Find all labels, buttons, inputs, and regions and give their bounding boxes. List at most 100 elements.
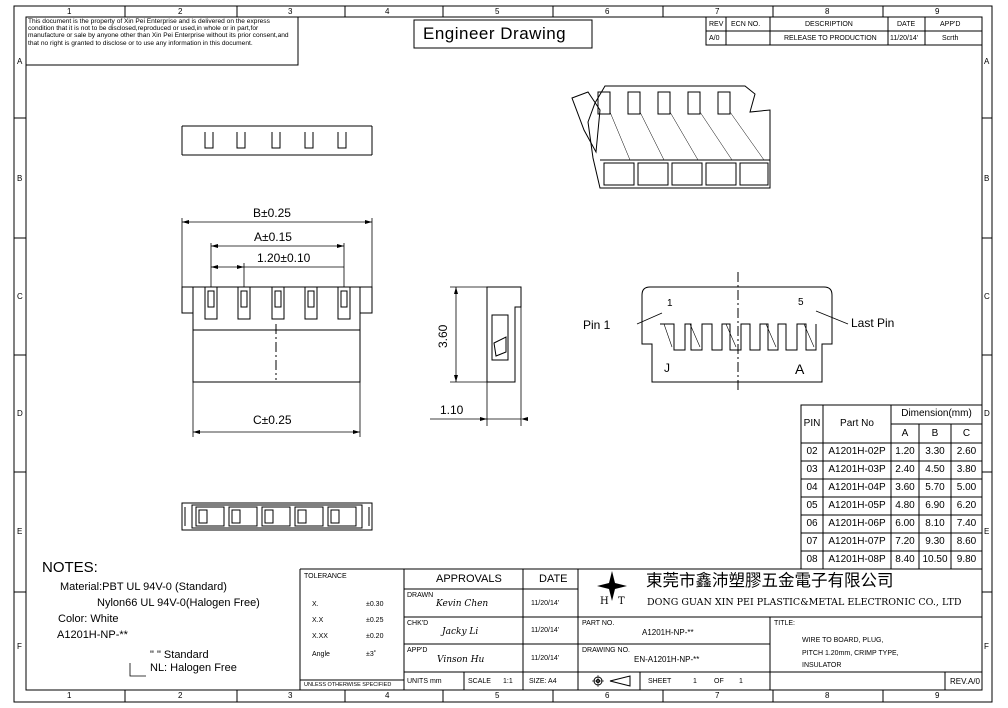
th-b: B	[931, 428, 939, 439]
col-label-8: 8	[825, 7, 830, 16]
notes-standard: " " Standard	[150, 649, 209, 661]
drawn-date: 11/20/14'	[531, 600, 560, 607]
notes-title: NOTES:	[42, 559, 98, 576]
col-label-1-bottom: 1	[67, 691, 72, 700]
dim-table-cell-c: 6.20	[956, 500, 977, 511]
notes-color: Color: White	[58, 613, 119, 625]
sheet-value: 1	[693, 678, 697, 685]
dim-table-cell-part-no: A1201H-08P	[828, 554, 886, 565]
dim-table-cell-part-no: A1201H-05P	[828, 500, 886, 511]
border-column-ticks	[124, 6, 884, 702]
col-label-8-bottom: 8	[825, 691, 830, 700]
dim-table-cell-b: 9.30	[925, 536, 945, 547]
col-label-2: 2	[178, 7, 183, 16]
row-label-b: B	[17, 174, 23, 183]
notes-part: A1201H-NP-**	[57, 629, 128, 641]
col-label-7: 7	[715, 7, 720, 16]
chkd-date: 11/20/14'	[531, 627, 560, 634]
dim-b-label: B±0.25	[253, 206, 291, 220]
tol-angle: Angle	[312, 651, 330, 658]
logo-letter-t: T	[618, 596, 625, 607]
front-view	[181, 286, 373, 383]
revision-table-lines	[705, 16, 983, 46]
dim-table-cell-a: 8.40	[895, 554, 915, 565]
rev-value: A/0	[709, 35, 720, 42]
dim-table-cell-pin: 05	[806, 500, 818, 511]
notes-material-1: Material:PBT UL 94V-0 (Standard)	[60, 581, 227, 593]
col-label-4-bottom: 4	[385, 691, 390, 700]
approvals-title: APPROVALS	[436, 573, 502, 585]
row-label-d: D	[17, 409, 23, 418]
col-label-6: 6	[605, 7, 610, 16]
drawing-title: Engineer Drawing	[423, 24, 567, 43]
row-label-d-right: D	[984, 409, 990, 418]
dim-table-cell-pin: 02	[806, 446, 818, 457]
col-label-7-bottom: 7	[715, 691, 720, 700]
dim-table-cell-part-no: A1201H-03P	[828, 464, 886, 475]
part-no-label: PART NO.	[582, 620, 615, 627]
dim-height-label: 3.60	[436, 324, 450, 348]
title-line-1: WIRE TO BOARD, PLUG,	[802, 637, 884, 644]
dim-table-cell-b: 5.70	[925, 482, 945, 493]
rev-header: REV	[709, 21, 724, 28]
col-label-5-bottom: 5	[495, 691, 500, 700]
dim-table-cell-b: 10.50	[922, 554, 948, 565]
row-label-e: E	[17, 527, 23, 536]
side-a-label: A	[795, 361, 805, 377]
tolerance-title: TOLERANCE	[304, 573, 347, 580]
date-header: DATE	[897, 21, 916, 28]
tol-x-value: ±0.30	[366, 601, 384, 608]
rev-footer: REV.A/0	[950, 677, 980, 686]
col-label-6-bottom: 6	[605, 691, 610, 700]
tol-xx-value: ±0.25	[366, 617, 384, 624]
rear-view	[636, 272, 849, 392]
approvals-date-title: DATE	[539, 573, 568, 585]
chkd-signature: Jacky Li	[442, 627, 479, 637]
pin-number-5: 5	[798, 297, 804, 308]
notes-halogen-free: NL: Halogen Free	[150, 662, 237, 674]
description-header: DESCRIPTION	[805, 21, 853, 28]
col-label-5: 5	[495, 7, 500, 16]
appd-signature: Vinson Hu	[437, 655, 485, 665]
of-value: 1	[739, 678, 743, 685]
border-row-ticks	[14, 117, 992, 593]
tol-xxx: X.XX	[312, 633, 328, 640]
tol-xx: X.X	[312, 617, 324, 624]
scale-value: 1:1	[503, 678, 513, 685]
dim-table-cell-b: 6.90	[925, 500, 945, 511]
dim-table-cell-pin: 08	[806, 554, 818, 565]
side-j-label: J	[664, 361, 670, 375]
units-label: UNITS mm	[407, 678, 442, 685]
description-value: RELEASE TO PRODUCTION	[784, 35, 877, 42]
company-star-logo	[597, 571, 627, 601]
col-label-9: 9	[935, 7, 940, 16]
drawn-label: DRAWN	[407, 592, 434, 599]
dim-table-cell-pin: 04	[806, 482, 818, 493]
isometric-view	[571, 85, 771, 189]
title-line-2: PITCH 1.20mm, CRIMP TYPE,	[802, 650, 899, 657]
last-pin-callout: Last Pin	[851, 316, 895, 330]
dim-table-cell-c: 8.60	[956, 536, 977, 547]
dim-table-cell-b: 4.50	[925, 464, 945, 475]
row-label-e-right: E	[984, 527, 990, 536]
drawing-no-value: EN-A1201H-NP-**	[634, 655, 700, 664]
col-label-9-bottom: 9	[935, 691, 940, 700]
col-label-1: 1	[67, 7, 72, 16]
dim-table-cell-b: 8.10	[925, 518, 945, 529]
col-label-3: 3	[288, 7, 293, 16]
dim-pitch-label: 1.20±0.10	[257, 251, 311, 265]
company-name-en: DONG GUAN XIN PEI PLASTIC&METAL ELECTRON…	[647, 597, 962, 608]
bottom-view	[181, 502, 373, 531]
row-label-c: C	[17, 292, 23, 301]
row-label-f: F	[17, 642, 22, 651]
drawing-no-label: DRAWING NO.	[582, 647, 630, 654]
scale-label: SCALE	[468, 678, 491, 685]
row-label-f-right: F	[984, 642, 989, 651]
chkd-label: CHK'D	[407, 620, 429, 627]
row-label-a: A	[17, 57, 23, 66]
dim-table-cell-c: 9.80	[956, 554, 977, 565]
dim-table-cell-a: 4.80	[895, 500, 915, 511]
dim-table-cell-pin: 03	[806, 464, 818, 475]
title-line-3: INSULATOR	[802, 662, 842, 669]
dim-table-cell-c: 3.80	[956, 464, 977, 475]
